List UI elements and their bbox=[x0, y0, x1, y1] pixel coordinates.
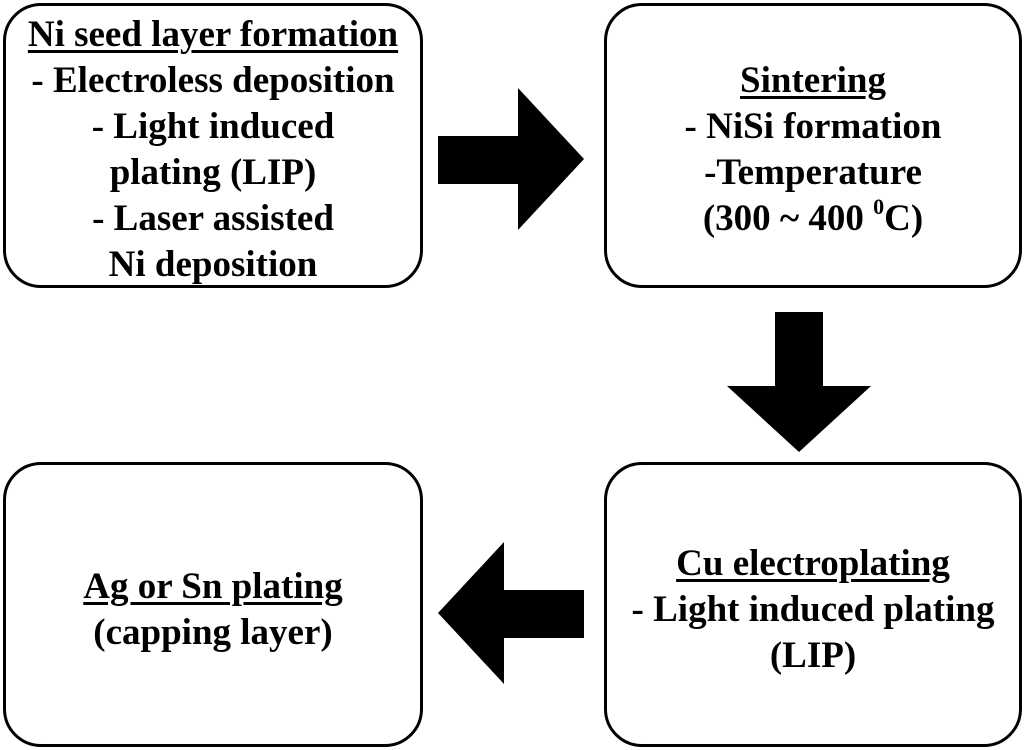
cu-line-1: - Light induced plating bbox=[631, 589, 995, 630]
ni-seed-title: Ni seed layer formation bbox=[27, 14, 399, 55]
ag-sn-plating-box: Ag or Sn plating (capping layer) bbox=[3, 462, 423, 747]
cu-line-2: (LIP) bbox=[769, 635, 857, 676]
temp-degree-sup: 0 bbox=[873, 194, 885, 219]
sintering-box: Sintering - NiSi formation -Temperature … bbox=[604, 3, 1022, 288]
arrow-right-icon bbox=[438, 88, 584, 230]
ni-seed-line-3: plating (LIP) bbox=[109, 152, 317, 193]
sintering-temperature: (300 ~ 400 0C) bbox=[703, 196, 923, 242]
cu-electroplating-box: Cu electroplating - Light induced platin… bbox=[604, 462, 1022, 747]
ni-seed-line-2: - Light induced bbox=[91, 106, 335, 147]
temp-close: C) bbox=[884, 198, 924, 239]
ni-seed-line-5: Ni deposition bbox=[108, 244, 318, 285]
ag-sn-title: Ag or Sn plating bbox=[83, 566, 343, 607]
ni-seed-layer-box: Ni seed layer formation - Electroless de… bbox=[3, 3, 423, 288]
sintering-line-2: -Temperature bbox=[704, 152, 922, 193]
arrow-left-icon bbox=[438, 542, 584, 684]
sintering-title: Sintering bbox=[740, 60, 886, 101]
ni-seed-line-1: - Electroless deposition bbox=[31, 60, 395, 101]
ni-seed-line-4: - Laser assisted bbox=[92, 198, 334, 239]
ag-sn-line-1: (capping layer) bbox=[93, 612, 333, 653]
temp-open: (300 ~ 400 bbox=[702, 198, 874, 239]
sintering-line-1: - NiSi formation bbox=[684, 106, 942, 147]
cu-title: Cu electroplating bbox=[676, 543, 950, 584]
arrow-down-icon bbox=[727, 312, 871, 452]
